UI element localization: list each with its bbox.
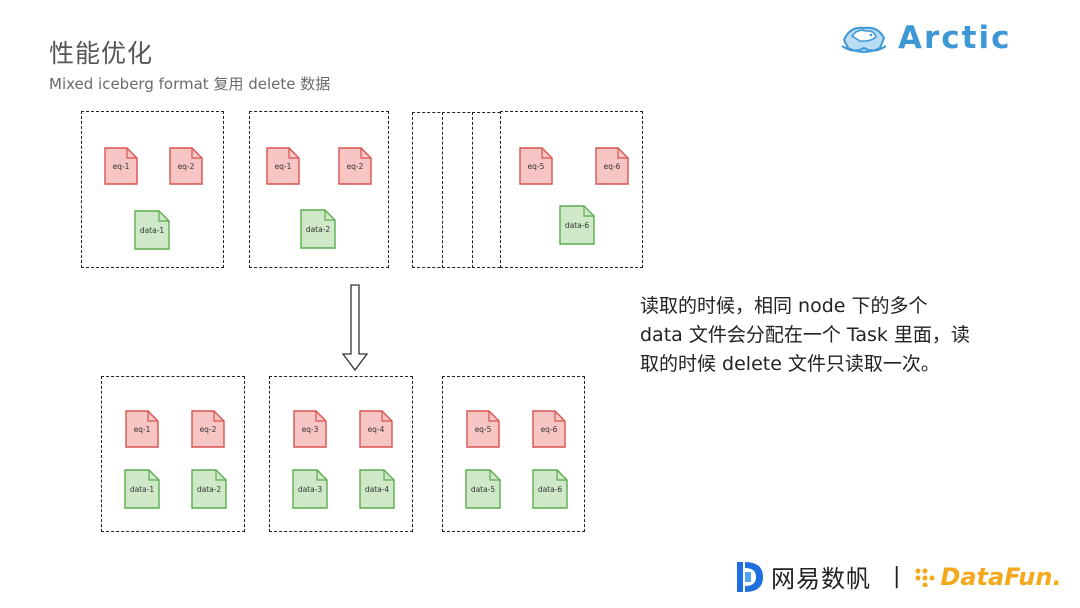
netease-wordmark: 网易数帆 (771, 565, 871, 593)
footer-logos: 网易数帆 | DataFun. (735, 559, 1062, 594)
data-file: data-2 (300, 209, 336, 249)
eq-file: eq-1 (104, 147, 138, 185)
eq-file: eq-6 (595, 147, 629, 185)
arctic-logo: Arctic (840, 18, 1011, 58)
description-line: data 文件会分配在一个 Task 里面，读 (640, 324, 970, 346)
eq-file: eq-4 (359, 410, 393, 448)
eq-file-label: eq-5 (527, 161, 545, 171)
datafun-dots-icon (915, 568, 935, 587)
eq-file-label: eq-6 (603, 161, 621, 171)
slide-title: 性能优化 (49, 39, 154, 68)
eq-file-label: eq-1 (133, 424, 151, 434)
data-file-label: data-5 (470, 484, 496, 494)
eq-file: eq-3 (293, 410, 327, 448)
data-file: data-3 (292, 469, 328, 509)
datafun-wordmark: DataFun. (940, 562, 1062, 591)
eq-file: eq-1 (125, 410, 159, 448)
data-file: data-2 (191, 469, 227, 509)
eq-file-label: eq-2 (177, 161, 195, 171)
task-frame-3: eq-5 eq-6 data-5 data-6 (442, 376, 585, 532)
down-arrow-icon (341, 284, 369, 372)
polar-bear-icon (841, 26, 887, 53)
eq-file: eq-5 (519, 147, 553, 185)
data-file-label: data-2 (305, 224, 331, 234)
eq-file-label: eq-4 (367, 424, 385, 434)
description-line: 取的时候 delete 文件只读取一次。 (640, 353, 940, 375)
eq-file: eq-2 (338, 147, 372, 185)
netease-logo-icon (737, 561, 763, 592)
node-frame-2: eq-1 eq-2 data-2 (249, 111, 389, 268)
eq-file-label: eq-2 (346, 161, 364, 171)
eq-file: eq-5 (466, 410, 500, 448)
footer-separator: | (893, 564, 901, 589)
eq-file: eq-2 (169, 147, 203, 185)
task-frame-2: eq-3 eq-4 data-3 data-4 (269, 376, 413, 532)
data-file-label: data-4 (364, 484, 390, 494)
eq-file-label: eq-3 (301, 424, 319, 434)
eq-file-label: eq-1 (112, 161, 130, 171)
description-line: 读取的时候，相同 node 下的多个 (640, 295, 928, 317)
data-file-label: data-1 (129, 484, 155, 494)
eq-file-label: eq-6 (540, 424, 558, 434)
data-file-label: data-6 (537, 484, 563, 494)
data-file: data-6 (559, 205, 595, 245)
data-file-label: data-1 (139, 225, 165, 235)
data-file: data-5 (465, 469, 501, 509)
data-file: data-1 (134, 210, 170, 250)
data-file: data-1 (124, 469, 160, 509)
eq-file: eq-6 (532, 410, 566, 448)
node-frame-1: eq-1 eq-2 data-1 (81, 111, 224, 268)
eq-file-label: eq-2 (199, 424, 217, 434)
description-text: 读取的时候，相同 node 下的多个 data 文件会分配在一个 Task 里面… (640, 292, 1040, 379)
eq-file: eq-1 (266, 147, 300, 185)
data-file: data-4 (359, 469, 395, 509)
arctic-wordmark: Arctic (898, 20, 1012, 56)
eq-file: eq-2 (191, 410, 225, 448)
data-file-label: data-6 (564, 220, 590, 230)
data-file: data-6 (532, 469, 568, 509)
node-frame-3: eq-5 eq-6 data-6 (500, 111, 643, 268)
eq-file-label: eq-5 (474, 424, 492, 434)
eq-file-label: eq-1 (274, 161, 292, 171)
task-frame-1: eq-1 eq-2 data-1 data-2 (101, 376, 245, 532)
data-file-label: data-3 (297, 484, 323, 494)
data-file-label: data-2 (196, 484, 222, 494)
slide-subtitle: Mixed iceberg format 复用 delete 数据 (49, 75, 331, 93)
